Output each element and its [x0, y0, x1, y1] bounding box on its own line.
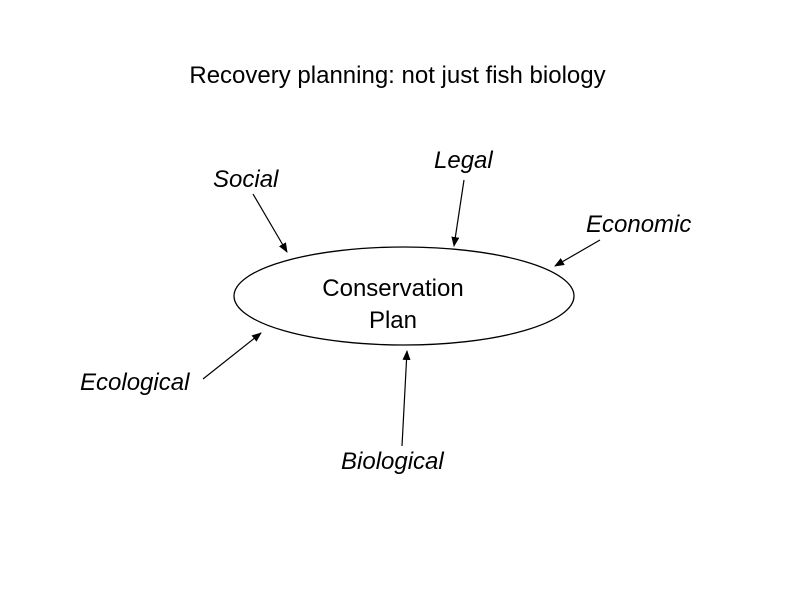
legal-arrow — [451, 179, 465, 247]
factor-biological: Biological — [341, 448, 444, 475]
factor-social: Social — [213, 166, 279, 193]
ecological-arrow — [202, 332, 262, 380]
social-arrow — [252, 193, 288, 253]
factor-economic: Economic — [586, 211, 692, 238]
economic-arrow — [554, 239, 601, 267]
conservation-plan-ellipse — [233, 246, 575, 346]
conservation-plan-line-2: Plan — [368, 307, 418, 334]
conservation-plan-label: Conservation Plan — [293, 273, 493, 337]
factor-legal: Legal — [434, 147, 493, 174]
slide-title: Recovery planning: not just fish biology — [189, 62, 606, 89]
biological-arrow — [401, 350, 411, 447]
conservation-plan-line-1: Conservation — [322, 275, 464, 302]
factor-ecological: Ecological — [80, 369, 190, 396]
